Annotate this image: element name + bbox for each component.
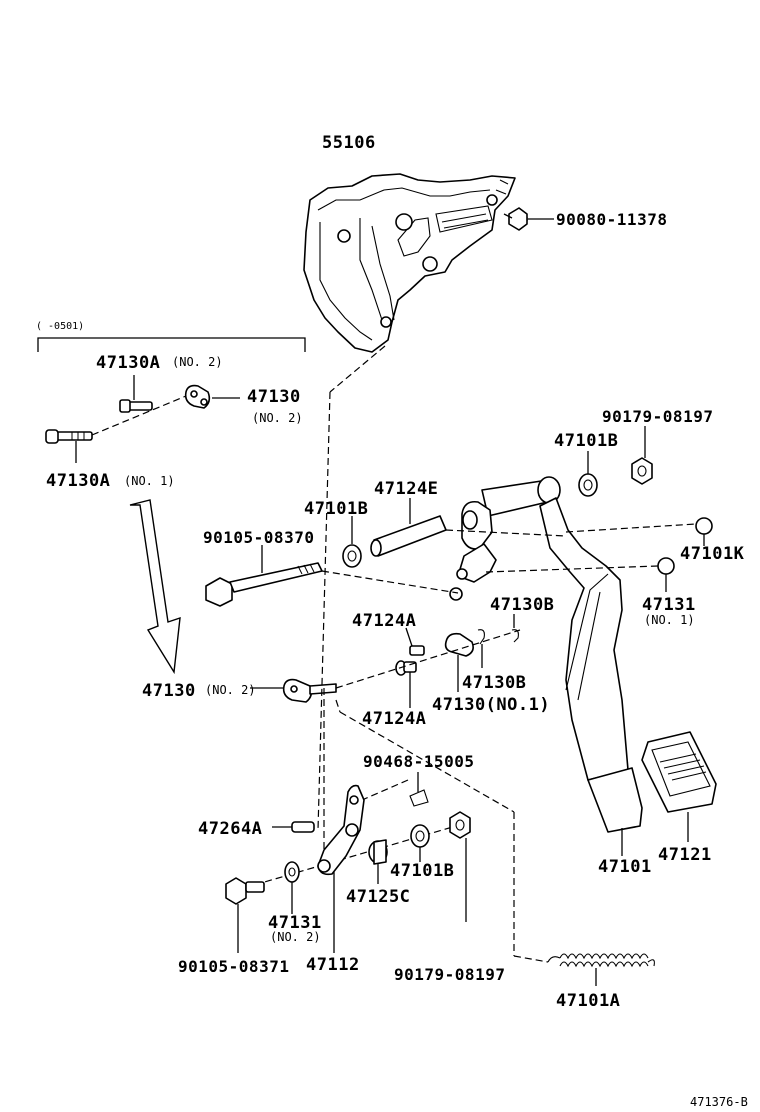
collar-47101b-top-icon [578, 451, 598, 497]
label-47124a-top: 47124A [352, 611, 416, 631]
label-47124e: 47124E [374, 479, 438, 499]
note-no1-a: (NO. 1) [124, 474, 175, 488]
clip-47130-no1-icon [444, 632, 474, 692]
clip-90468-15005-icon [409, 772, 429, 807]
nut-90179-08197-bot-icon [449, 811, 471, 922]
part-labels: 55106 90080-11378 47130A (NO. 2) 47130 (… [46, 133, 748, 1109]
label-47130b-mid: 47130B [462, 673, 526, 693]
nut-90179-08197-top-icon [631, 426, 653, 485]
collar-47101b-bot-icon [410, 824, 430, 862]
label-47130a-no2: 47130A [96, 353, 160, 373]
note-no2-c: (NO. 2) [205, 683, 256, 697]
label-47101a: 47101A [556, 991, 620, 1011]
label-47131-right: 47131 [642, 595, 696, 615]
label-90105-08370: 90105-08370 [203, 528, 314, 547]
label-90179-08197-top: 90179-08197 [602, 407, 713, 426]
bushing-47131-left-icon [284, 861, 300, 914]
lever-47112-icon [317, 784, 365, 953]
clip-47130-no2-mid-icon [250, 678, 337, 703]
label-47101b-bot: 47101B [390, 861, 454, 881]
label-55106: 55106 [322, 133, 376, 153]
clip-47130b-top-icon [511, 614, 519, 643]
stopper-47101k-icon [695, 517, 713, 546]
pin-47264a-icon [272, 821, 315, 833]
note-no2-a: (NO. 2) [172, 355, 223, 369]
label-47130a-no1: 47130A [46, 471, 110, 491]
brake-pedal-arm-47101 [449, 476, 643, 833]
label-47124a-bot: 47124A [362, 709, 426, 729]
clip-47130b-mid-icon [477, 629, 485, 668]
bolt-90105-08370-icon [205, 545, 323, 607]
diagram-code: 471376-B [690, 1095, 748, 1109]
label-47264a: 47264A [198, 819, 262, 839]
sleeve-47124e-icon [370, 498, 447, 557]
clip-47130-no2-top-icon [184, 384, 240, 409]
label-47101b-top: 47101B [554, 431, 618, 451]
bolt-47130a-no2-icon [119, 375, 153, 413]
label-47130-mid: 47130 [142, 681, 196, 701]
label-47131-left: 47131 [268, 913, 322, 933]
note-no2-d: (NO. 2) [270, 930, 321, 944]
pedal-pad-47121 [641, 731, 717, 842]
label-47101: 47101 [598, 857, 652, 877]
label-47101b-mid: 47101B [304, 499, 368, 519]
note-no1-b: (NO. 1) [644, 613, 695, 627]
direction-arrow-icon [129, 499, 181, 675]
assembly-lines [243, 345, 697, 963]
return-spring-47101a-icon [547, 953, 655, 986]
label-47130-no1: 47130(NO.1) [432, 695, 550, 715]
label-47112: 47112 [306, 955, 360, 975]
range-bracket: ( -0501) [36, 321, 306, 352]
note-no2-b: (NO. 2) [252, 411, 303, 425]
label-47101k: 47101K [680, 544, 745, 564]
label-90080-11378: 90080-11378 [556, 210, 667, 229]
label-47125c: 47125C [346, 887, 410, 907]
range-note: ( -0501) [36, 321, 84, 332]
label-90468-15005: 90468-15005 [363, 752, 474, 771]
label-90179-08197-bot: 90179-08197 [394, 965, 505, 984]
collar-47125c-icon [368, 839, 388, 884]
label-47121: 47121 [658, 845, 712, 865]
label-47130-top: 47130 [247, 387, 301, 407]
collar-47101b-mid-icon [342, 516, 362, 568]
label-90105-08371: 90105-08371 [178, 957, 289, 976]
pedal-bracket-55106 [303, 173, 516, 353]
pin-47124a-top-icon [405, 627, 425, 656]
bolt-47130a-no1-icon [45, 429, 93, 463]
bolt-90105-08371-icon [225, 877, 265, 953]
bushing-47131-right-icon [657, 557, 675, 592]
bolt-90080-11378-icon [503, 207, 554, 231]
label-47130b-top: 47130B [490, 595, 554, 615]
